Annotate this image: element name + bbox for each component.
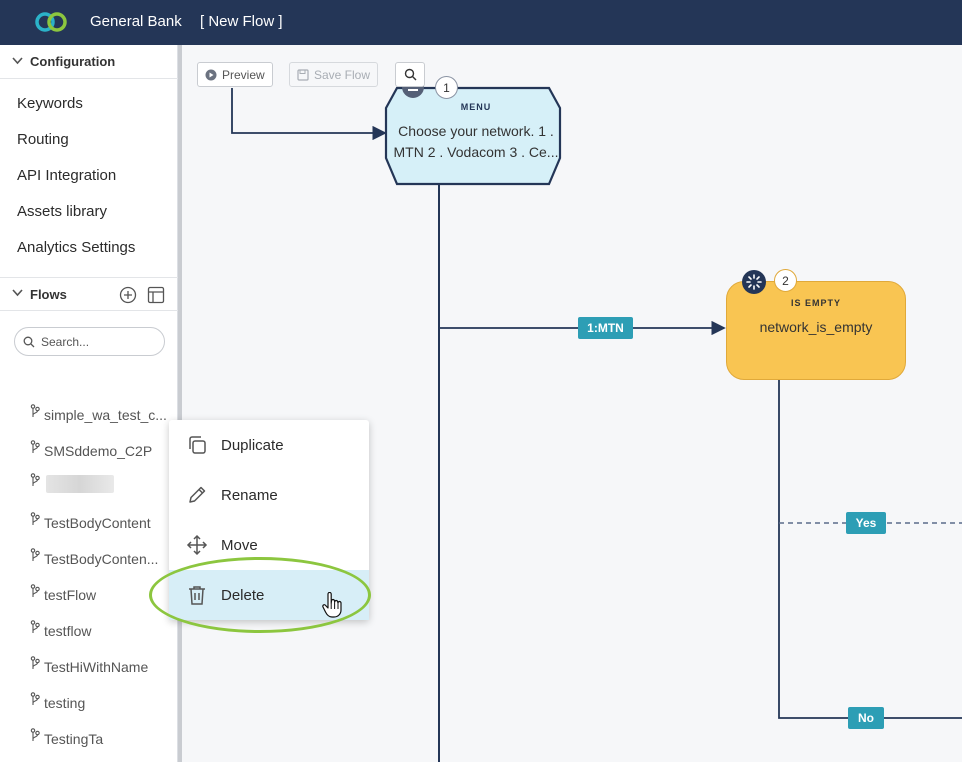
sidebar-item-api-integration[interactable]: API Integration xyxy=(17,167,117,184)
flow-list-item[interactable]: TestingTa xyxy=(30,728,104,747)
branch-icon xyxy=(30,584,40,597)
save-flow-label: Save Flow xyxy=(314,67,371,82)
branch-icon xyxy=(30,620,40,633)
flow-list-item[interactable]: TestHiWithName xyxy=(30,656,149,675)
flow-name: SMSddemo_C2P xyxy=(44,443,153,459)
brand-logo-icon xyxy=(35,12,67,32)
branch-icon xyxy=(30,728,40,741)
context-menu-delete[interactable]: Delete xyxy=(169,570,369,620)
search-icon xyxy=(23,336,35,347)
empty-trunk-connector xyxy=(778,380,962,719)
search-icon xyxy=(404,68,416,81)
context-menu-label: Duplicate xyxy=(221,436,284,454)
chevron-down-icon xyxy=(12,288,26,300)
branch-icon xyxy=(30,404,40,417)
branch-icon xyxy=(30,656,40,669)
sidebar-item-routing[interactable]: Routing xyxy=(17,131,69,148)
is-empty-node-text: network_is_empty xyxy=(759,319,873,335)
context-menu-move[interactable]: Move xyxy=(169,520,369,570)
move-icon xyxy=(186,534,208,556)
flow-name: testFlow xyxy=(44,587,97,603)
zoom-search-button[interactable] xyxy=(395,62,425,87)
preview-label: Preview xyxy=(222,67,265,82)
flow-search-input[interactable] xyxy=(41,334,151,349)
duplicate-icon xyxy=(189,436,206,454)
flow-list-item[interactable]: testflow xyxy=(30,620,92,639)
flow-name: TestBodyConten... xyxy=(44,551,159,567)
save-icon xyxy=(297,68,309,81)
play-icon xyxy=(205,69,217,80)
is-empty-node-number: 2 xyxy=(774,269,797,292)
menu-node-text[interactable]: Choose your network. 1 . MTN 2 . Vodacom… xyxy=(393,123,559,160)
edge-label-yes[interactable]: Yes xyxy=(846,512,886,534)
branch-icon xyxy=(30,692,40,705)
branch-icon xyxy=(30,440,40,453)
top-bar: General Bank [ New Flow ] xyxy=(0,0,962,45)
flow-name: TestHiWithName xyxy=(44,659,149,675)
flow-list-item[interactable]: testFlow xyxy=(30,584,97,603)
menu-node-type-label: MENU xyxy=(460,102,492,112)
chevron-down-icon xyxy=(12,56,26,68)
flow-name: testflow xyxy=(44,623,92,639)
flow-list-item[interactable] xyxy=(30,473,114,493)
context-menu-duplicate[interactable]: Duplicate xyxy=(169,420,369,470)
context-menu-rename[interactable]: Rename xyxy=(169,470,369,520)
context-menu-label: Move xyxy=(221,536,258,554)
sidebar-item-assets-library[interactable]: Assets library xyxy=(17,203,108,220)
app-name: General Bank xyxy=(90,13,182,30)
flow-search-field[interactable] xyxy=(14,327,165,356)
menu-node xyxy=(384,86,562,186)
flow-context-menu: Duplicate Rename Move Delete xyxy=(169,420,369,620)
pencil-icon xyxy=(189,486,206,503)
menu-node-number: 1 xyxy=(435,76,458,99)
flow-list-item[interactable]: simple_wa_test_c... xyxy=(30,404,167,423)
flow-list-item[interactable]: TestBodyConten... xyxy=(30,548,159,567)
context-menu-label: Delete xyxy=(221,586,265,604)
sidebar: Configuration Keywords Routing API Integ… xyxy=(0,45,178,762)
entry-connector xyxy=(231,88,387,141)
flow-name: TestingTa xyxy=(44,731,104,747)
sidebar-item-analytics-settings[interactable]: Analytics Settings xyxy=(17,239,136,256)
configuration-label: Configuration xyxy=(30,54,116,69)
flow-canvas[interactable] xyxy=(182,45,962,762)
edge-label-mtn[interactable]: 1:MTN xyxy=(578,317,633,339)
preview-button[interactable]: Preview xyxy=(197,62,273,87)
flow-list-item[interactable]: TestBodyContent xyxy=(30,512,151,531)
flow-title[interactable]: [ New Flow ] xyxy=(200,13,283,30)
flow-name: testing xyxy=(44,695,86,711)
redacted-flow-name xyxy=(46,475,114,493)
configuration-section-header[interactable]: Configuration xyxy=(0,45,178,79)
sidebar-scrollbar[interactable] xyxy=(178,45,182,762)
branch-icon xyxy=(30,548,40,561)
branch-icon xyxy=(30,473,40,486)
loading-spinner-icon xyxy=(742,270,766,294)
flow-name: simple_wa_test_c... xyxy=(44,407,167,423)
branch-icon xyxy=(30,512,40,525)
save-flow-button[interactable]: Save Flow xyxy=(289,62,379,87)
hand-pointer-icon xyxy=(322,592,342,618)
flow-name: TestBodyContent xyxy=(44,515,151,531)
add-flow-icon[interactable] xyxy=(119,286,137,304)
flows-label: Flows xyxy=(30,286,67,302)
flow-list-item[interactable]: testing xyxy=(30,692,86,711)
context-menu-label: Rename xyxy=(221,486,278,504)
flow-list-item[interactable]: SMSddemo_C2P xyxy=(30,440,153,459)
layout-panel-icon[interactable] xyxy=(147,286,165,304)
sidebar-item-keywords[interactable]: Keywords xyxy=(17,95,83,112)
is-empty-node[interactable] xyxy=(726,281,906,380)
edge-label-no[interactable]: No xyxy=(848,707,884,729)
is-empty-node-type-label: IS EMPTY xyxy=(790,298,841,308)
trash-icon xyxy=(189,586,205,605)
flows-section-header[interactable]: Flows xyxy=(0,277,178,311)
